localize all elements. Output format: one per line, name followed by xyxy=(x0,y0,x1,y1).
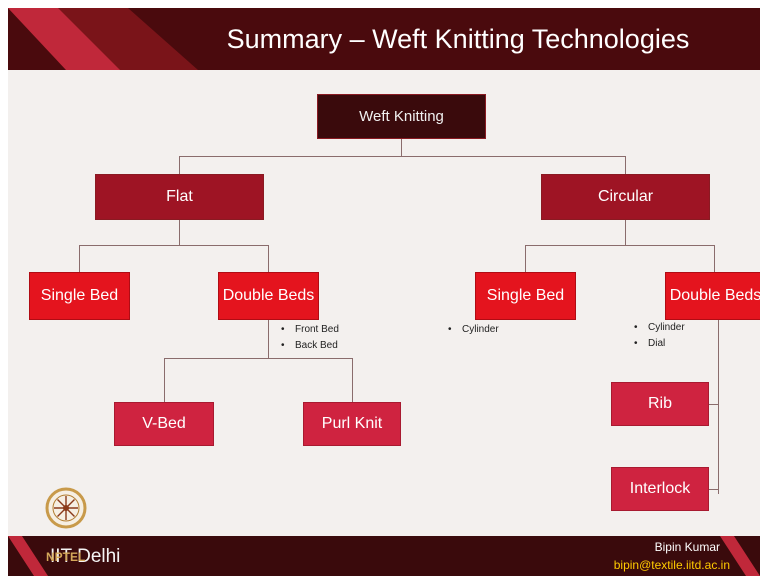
node-interlock: Interlock xyxy=(611,467,709,511)
bullet-item: •Cylinder xyxy=(448,324,499,335)
flat-double-beds-bullets: •Front Bed •Back Bed xyxy=(281,322,339,354)
node-circular-single-bed: Single Bed xyxy=(475,272,576,320)
connector xyxy=(268,245,269,272)
bullet-item: •Front Bed xyxy=(281,324,339,335)
bullet-item: •Back Bed xyxy=(281,340,338,351)
connector xyxy=(164,358,353,359)
connector xyxy=(179,156,180,174)
circular-single-bed-bullets: •Cylinder xyxy=(448,322,499,338)
node-weft-knitting: Weft Knitting xyxy=(317,94,486,139)
connector xyxy=(625,156,626,174)
title-bar: Summary – Weft Knitting Technologies xyxy=(8,8,760,70)
connector xyxy=(714,245,715,272)
connector xyxy=(625,219,626,245)
connector xyxy=(179,219,180,245)
connector xyxy=(352,358,353,402)
connector xyxy=(718,320,719,494)
nptel-logo-icon xyxy=(45,487,87,529)
node-circular-double-beds: Double Beds xyxy=(665,272,760,320)
connector xyxy=(525,245,715,246)
connector xyxy=(79,245,269,246)
node-rib: Rib xyxy=(611,382,709,426)
footer-institute: IIT Delhi xyxy=(50,546,121,567)
nptel-label: NPTEL xyxy=(46,550,86,564)
bullet-item: •Cylinder xyxy=(634,322,685,333)
connector xyxy=(268,320,269,358)
slide-title: Summary – Weft Knitting Technologies xyxy=(226,24,690,54)
circular-double-beds-bullets: •Cylinder •Dial xyxy=(634,320,685,352)
connector xyxy=(401,138,402,156)
footer-bar: IIT Delhi Bipin Kumar bipin@textile.iitd… xyxy=(8,536,760,576)
connector xyxy=(79,245,80,272)
node-purl-knit: Purl Knit xyxy=(303,402,401,446)
node-v-bed: V-Bed xyxy=(114,402,214,446)
connector xyxy=(708,404,719,405)
node-flat-double-beds: Double Beds xyxy=(218,272,319,320)
footer-email: bipin@textile.iitd.ac.in xyxy=(613,558,730,572)
node-circular: Circular xyxy=(541,174,710,220)
footer-decor-stripe xyxy=(8,536,48,576)
bullet-item: •Dial xyxy=(634,338,666,349)
slide: Summary – Weft Knitting Technologies Wef… xyxy=(8,8,760,576)
node-flat-single-bed: Single Bed xyxy=(29,272,130,320)
node-flat: Flat xyxy=(95,174,264,220)
footer-presenter: Bipin Kumar xyxy=(654,540,720,554)
connector xyxy=(708,489,719,490)
connector xyxy=(179,156,626,157)
connector xyxy=(525,245,526,272)
connector xyxy=(164,358,165,402)
